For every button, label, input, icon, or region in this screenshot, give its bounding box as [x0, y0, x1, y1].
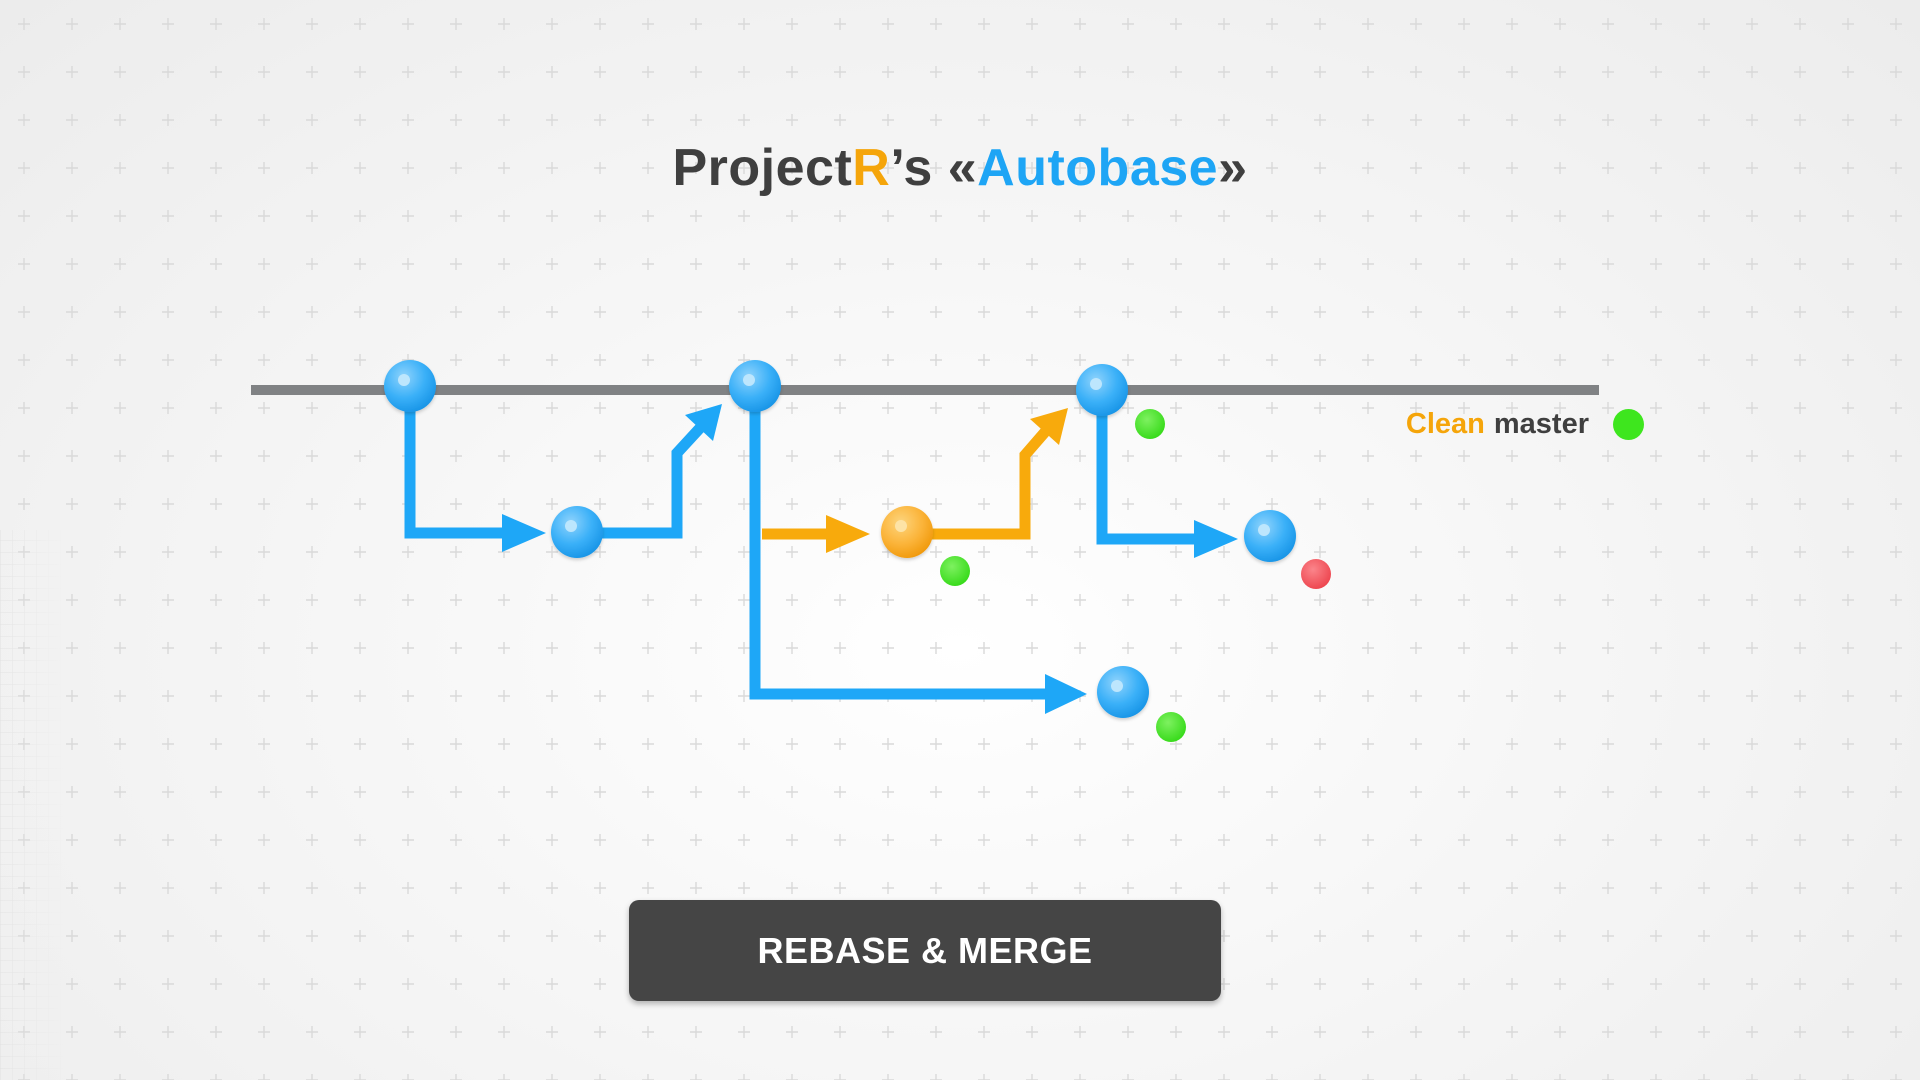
branch-commit-orange[interactable] — [881, 506, 933, 558]
branch-2-path — [749, 390, 1053, 700]
title-project: Project — [672, 139, 853, 197]
master-commit-3[interactable] — [1076, 364, 1128, 416]
branch-commit-4[interactable] — [1244, 510, 1296, 562]
rebase-merge-button[interactable]: REBASE & MERGE — [629, 900, 1221, 1001]
master-commit-2[interactable] — [729, 360, 781, 412]
arrow-head-icon — [1030, 408, 1068, 445]
status-failure-icon — [1301, 559, 1331, 589]
status-success-icon — [1613, 408, 1644, 440]
title-close-quote: » — [1218, 139, 1248, 197]
branch-1-path — [404, 390, 508, 539]
arrow-head-icon — [1194, 520, 1238, 558]
branch-2 — [749, 390, 1087, 714]
status-success-icon — [1156, 712, 1186, 742]
arrow-head-icon — [826, 515, 870, 553]
title-autobase: Autobase — [977, 139, 1219, 197]
title-r-accent: R — [852, 139, 891, 197]
branch-1 — [404, 390, 722, 552]
master-commit-1[interactable] — [384, 360, 436, 412]
status-success-icon — [1135, 409, 1165, 439]
arrow-head-icon — [1045, 674, 1087, 714]
branch-3 — [762, 408, 1068, 553]
branch-4-path — [1096, 390, 1200, 545]
page-title: ProjectR’s «Autobase» — [0, 128, 1920, 208]
legend-word-clean: Clean — [1405, 407, 1485, 440]
arrow-head-icon — [502, 514, 546, 552]
legend-word-master: master — [1493, 407, 1589, 440]
title-possessive: ’s « — [890, 139, 978, 197]
arrow-head-icon — [685, 404, 722, 441]
branch-3-merge-path — [922, 428, 1050, 540]
branch-commit-1[interactable] — [551, 506, 603, 558]
branch-4 — [1096, 390, 1238, 558]
branch-1-merge-path — [577, 424, 705, 539]
status-success-icon — [940, 556, 970, 586]
branch-commit-2[interactable] — [1097, 666, 1149, 718]
